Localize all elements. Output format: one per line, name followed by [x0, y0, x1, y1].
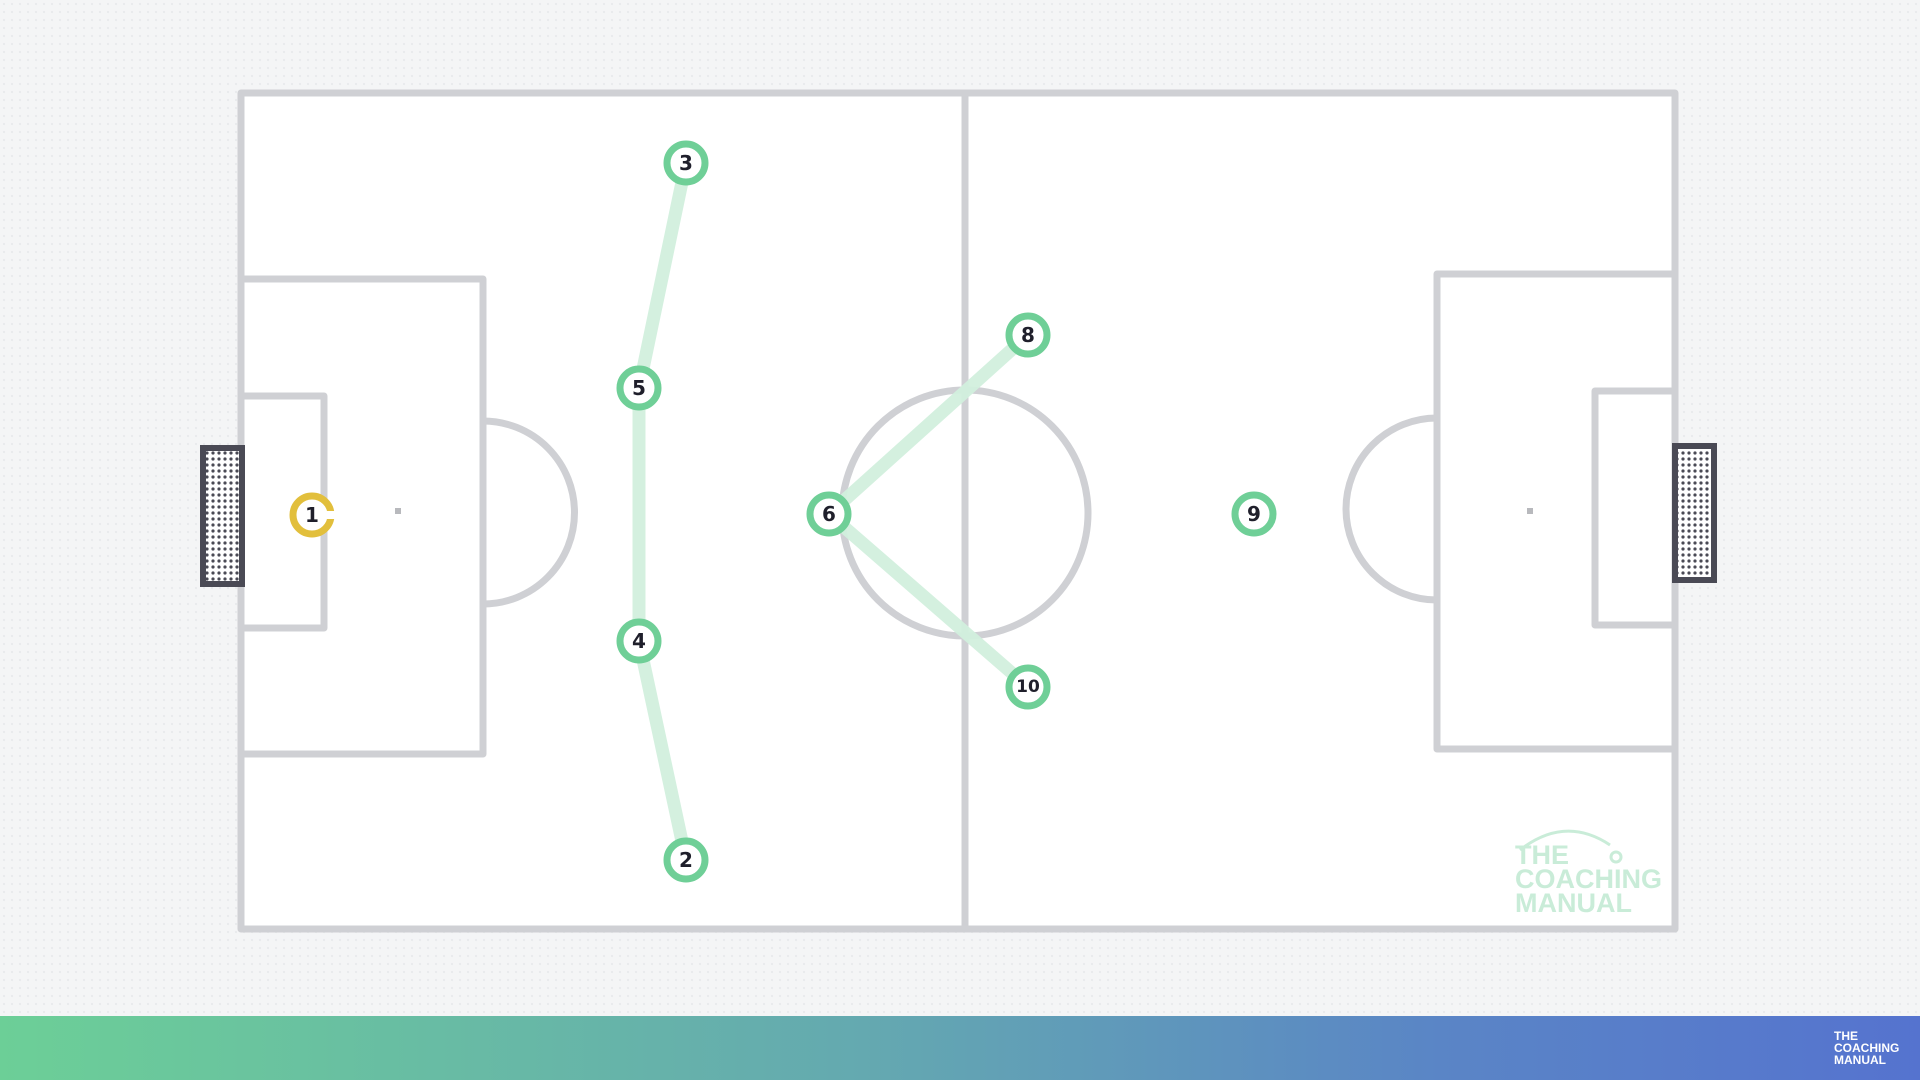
pitch-markings [237, 89, 1679, 933]
player-9-number: 9 [1247, 502, 1261, 526]
watermark-line-1: THE [1515, 840, 1569, 870]
footer-bar: THE COACHING MANUAL [0, 1016, 1920, 1080]
pitch-outline [237, 89, 1679, 933]
player-6[interactable]: 6 [806, 491, 852, 537]
player-3-number: 3 [679, 151, 693, 175]
footer-logo-line-2: COACHING [1834, 1041, 1900, 1055]
ball-arc-icon [1519, 829, 1611, 852]
player-5-number: 5 [632, 376, 646, 400]
player-2-number: 2 [679, 848, 693, 872]
left-penalty-spot [395, 508, 401, 514]
connection-6-10 [822, 507, 1035, 694]
right-penalty-arc [1342, 414, 1438, 604]
player-1-number: 1 [305, 503, 319, 527]
player-1[interactable]: 1 [289, 492, 341, 538]
connection-lines [632, 156, 1035, 867]
player-5[interactable]: 5 [616, 365, 662, 411]
player-10-number: 10 [1016, 677, 1040, 697]
player-8[interactable]: 8 [1005, 312, 1051, 358]
player-9[interactable]: 9 [1231, 491, 1277, 537]
connection-4-2 [632, 634, 693, 867]
watermark-line-2: COACHING [1515, 864, 1662, 894]
footer-logo-line-1: THE [1834, 1029, 1858, 1043]
right-penalty-spot [1527, 508, 1533, 514]
player-8-number: 8 [1021, 323, 1035, 347]
player-3[interactable]: 3 [663, 140, 709, 186]
pitch-diagram: 1 2 3 4 5 6 8 9 10 THE COACHING MANUAL [200, 89, 1717, 933]
player-2[interactable]: 2 [663, 837, 709, 883]
watermark-line-3: MANUAL [1515, 888, 1632, 918]
player-4[interactable]: 4 [616, 618, 662, 664]
footer-logo: THE COACHING MANUAL [1834, 1030, 1908, 1066]
right-goal [1672, 443, 1717, 583]
left-penalty-arc [482, 417, 578, 608]
player-10[interactable]: 10 [1005, 664, 1051, 710]
coaching-manual-watermark: THE COACHING MANUAL [1515, 829, 1662, 918]
ball-icon [1609, 850, 1623, 864]
footer-logo-line-3: MANUAL [1834, 1053, 1886, 1067]
connection-3-5 [632, 156, 693, 395]
player-6-number: 6 [822, 502, 836, 526]
left-goal [200, 445, 245, 587]
player-4-number: 4 [632, 629, 646, 653]
connection-6-8 [822, 328, 1035, 521]
